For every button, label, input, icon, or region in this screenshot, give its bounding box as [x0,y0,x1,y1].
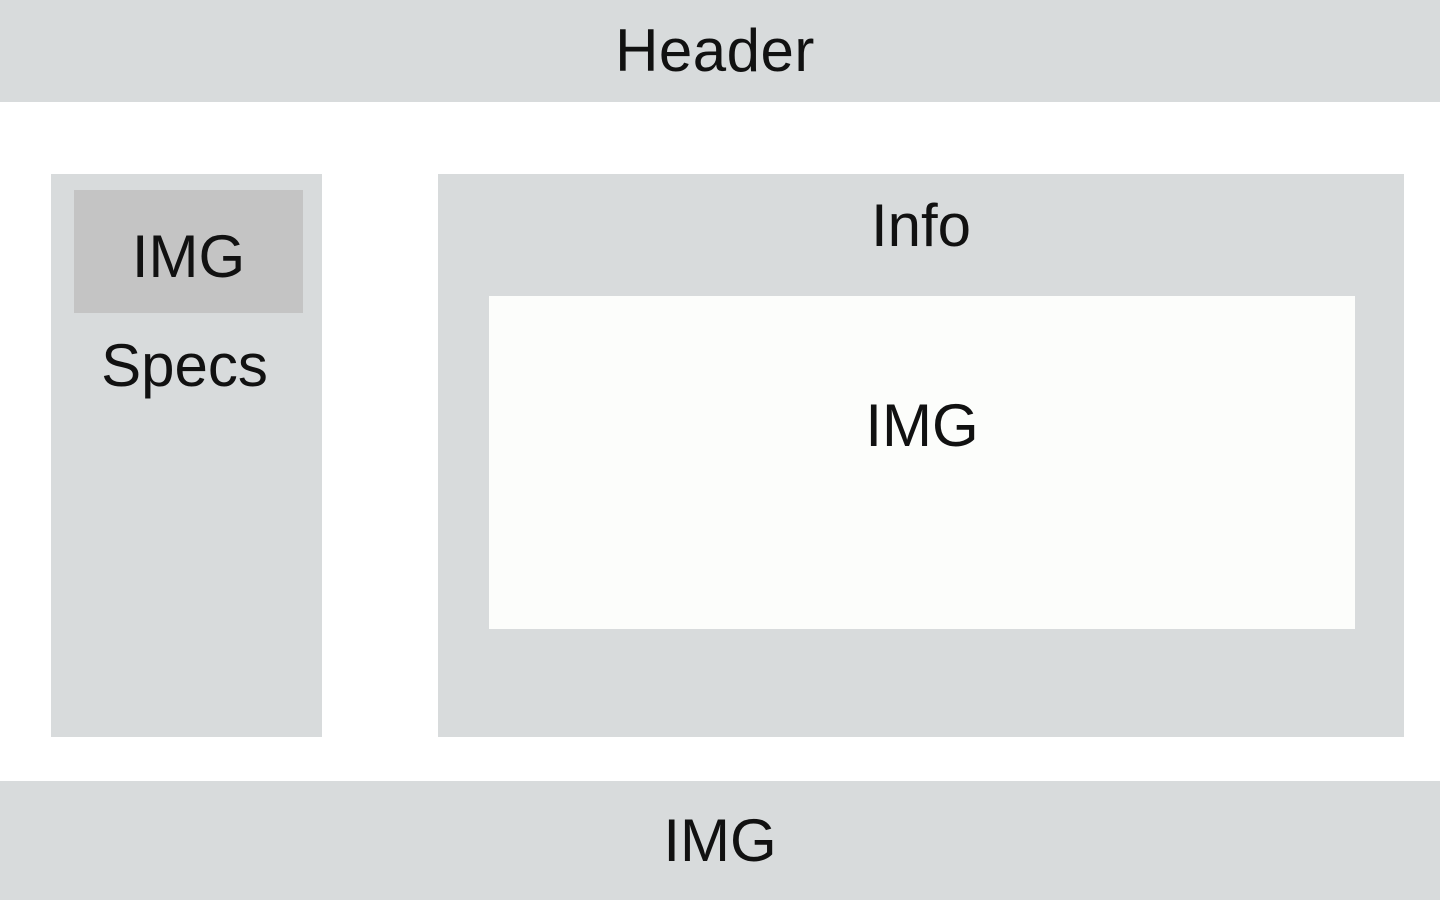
info-panel: Info IMG [438,174,1404,737]
info-image-placeholder: IMG [489,296,1355,629]
footer-image-label: IMG [663,806,777,874]
info-title: Info [870,192,972,259]
footer-image-banner: IMG [0,781,1440,900]
specs-image-placeholder: IMG [74,190,303,313]
specs-title: Specs [101,332,268,399]
info-image-label: IMG [865,392,979,459]
specs-image-label: IMG [131,222,246,290]
header-title: Header [615,17,815,84]
specs-panel: IMG Specs [51,174,322,737]
header-bar: Header [0,0,1440,102]
